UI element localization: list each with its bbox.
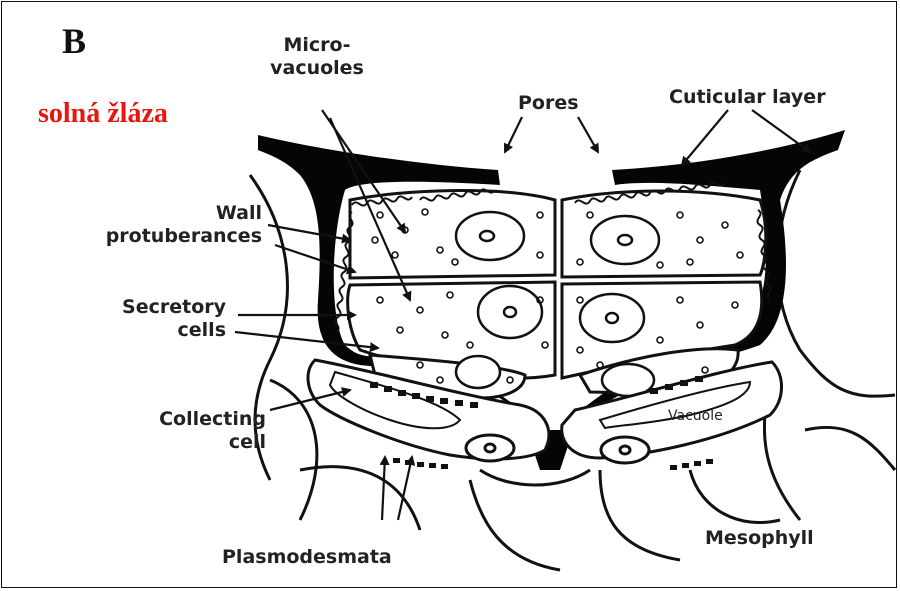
label-secretory-cells: Secretory cells [40,296,226,342]
label-mesophyll: Mesophyll [705,527,814,550]
label-microvacuoles-line1: Micro- [262,34,372,57]
label-cuticular-layer: Cuticular layer [669,86,826,109]
nuclei [456,212,659,396]
panel-letter: B [62,20,86,62]
caption: solná žláza [38,98,168,130]
label-collecting-cell-line2: cell [60,431,266,454]
label-secretory-cells-line2: cells [40,319,226,342]
label-vacuole: Vacuole [668,408,723,425]
label-pores: Pores [518,92,579,115]
label-microvacuoles-line2: vacuoles [262,57,372,80]
label-secretory-cells-line1: Secretory [40,296,226,319]
label-wall-protuberances-line1: Wall [42,202,262,225]
label-microvacuoles: Micro- vacuoles [262,34,372,80]
label-wall-protuberances-line2: protuberances [42,225,262,248]
label-collecting-cell-line1: Collecting [60,408,266,431]
label-collecting-cell: Collecting cell [60,408,266,454]
label-wall-protuberances: Wall protuberances [42,202,262,248]
label-plasmodesmata: Plasmodesmata [222,546,392,569]
